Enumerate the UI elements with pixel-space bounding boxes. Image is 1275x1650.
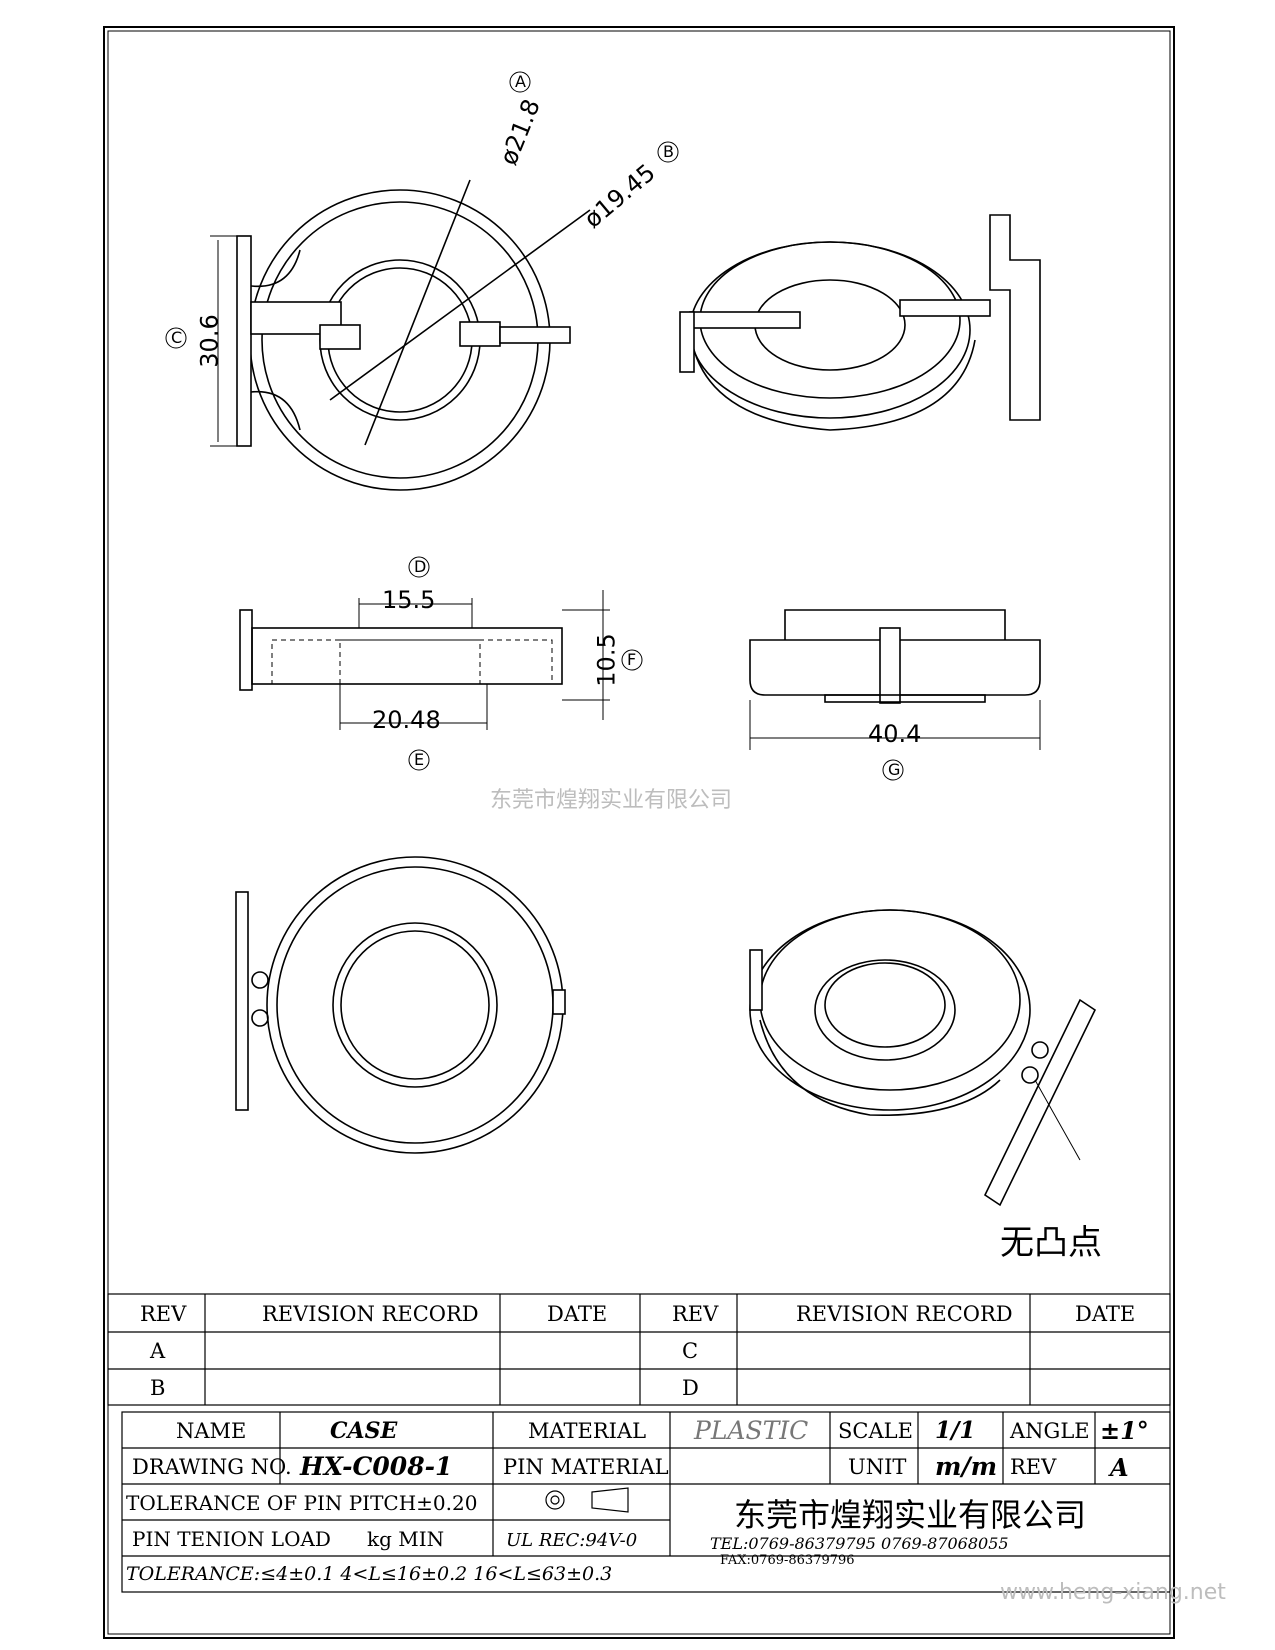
revision-table (107, 1293, 1171, 1406)
dim-c-height: 30.6 (195, 314, 224, 368)
name-value: CASE (330, 1418, 398, 1444)
rev-row-a: A (150, 1339, 166, 1363)
dim-e-width: 20.48 (372, 706, 441, 734)
marker-c: C (171, 328, 183, 347)
rev-row-d: D (682, 1376, 699, 1400)
drawing-no-value: HX-C008-1 (300, 1452, 453, 1481)
company-tel: TEL:0769-86379795 0769-87068055 (710, 1534, 1009, 1553)
material-label: MATERIAL (528, 1419, 647, 1443)
marker-d: D (414, 557, 427, 576)
watermark-url: www.heng-xiang.net (1000, 1580, 1226, 1605)
rev-header-2: REV (672, 1302, 719, 1326)
watermark-company: 东莞市煌翔实业有限公司 (490, 788, 733, 813)
rev-label: REV (1010, 1455, 1057, 1479)
rev-value: A (1110, 1453, 1129, 1482)
inner-border (107, 30, 1171, 1635)
angle-label: ANGLE (1010, 1419, 1090, 1443)
scale-value: 1/1 (935, 1417, 976, 1444)
date-header-1: DATE (547, 1302, 608, 1326)
ul-rec: UL REC:94V-0 (506, 1530, 638, 1551)
marker-a: A (515, 72, 526, 91)
bottom-view (235, 856, 566, 1154)
tolerance-pin-pitch: TOLERANCE OF PIN PITCH±0.20 (126, 1491, 478, 1515)
rev-header-1: REV (140, 1302, 187, 1326)
date-header-2: DATE (1075, 1302, 1136, 1326)
front-view (239, 556, 643, 771)
outer-border (103, 26, 1175, 1639)
pin-tenion-unit: kg MIN (367, 1527, 445, 1551)
pin-material-label: PIN MATERIAL (503, 1455, 669, 1479)
rev-row-b: B (150, 1376, 166, 1400)
angle-value: ±1° (1100, 1416, 1149, 1445)
iso-view-bottom (749, 909, 1097, 1207)
marker-e: E (414, 750, 425, 769)
name-label: NAME (176, 1419, 247, 1443)
revision-record-header-1: REVISION RECORD (262, 1302, 479, 1326)
unit-value: m/m (935, 1452, 998, 1481)
note-no-bump: 无凸点 (1000, 1223, 1102, 1263)
company-fax: FAX:0769-86379796 (720, 1553, 855, 1568)
tolerance-general: TOLERANCE:≤4±0.1 4<L≤16±0.2 16<L≤63±0.3 (126, 1563, 613, 1585)
marker-g: G (888, 760, 901, 779)
scale-label: SCALE (838, 1419, 913, 1443)
iso-view-top (679, 214, 1041, 431)
dim-g-length: 40.4 (868, 720, 922, 748)
marker-b: B (663, 142, 674, 161)
dim-f-height: 10.5 (592, 633, 621, 687)
revision-record-header-2: REVISION RECORD (796, 1302, 1013, 1326)
top-view (165, 71, 679, 491)
side-view (749, 609, 1041, 781)
unit-label: UNIT (848, 1455, 907, 1479)
company-name: 东莞市煌翔实业有限公司 (734, 1496, 1087, 1534)
drawing-no-label: DRAWING NO. (132, 1455, 292, 1479)
rev-row-c: C (682, 1339, 699, 1363)
pin-tenion-label: PIN TENION LOAD (132, 1527, 331, 1551)
title-block (121, 1411, 1171, 1593)
marker-f: F (627, 650, 637, 669)
material-value: PLASTIC (694, 1416, 809, 1445)
dim-d-width: 15.5 (382, 586, 436, 614)
